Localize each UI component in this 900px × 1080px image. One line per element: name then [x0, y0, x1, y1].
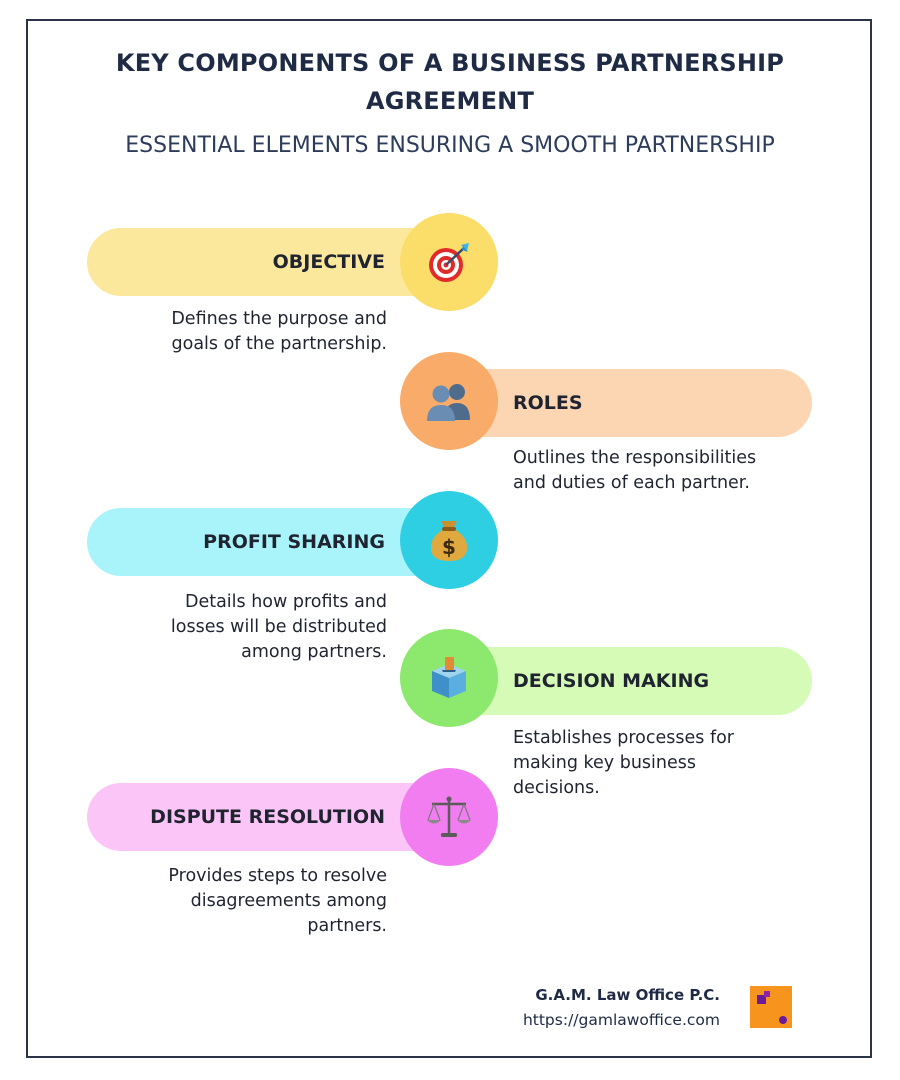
decision-making-description: Establishes processes for making key bus… — [513, 728, 735, 798]
title-line-1: KEY COMPONENTS OF A BUSINESS PARTNERSHIP — [115, 49, 785, 77]
dispute-resolution-label: DISPUTE RESOLUTION — [150, 806, 385, 828]
people-icon — [427, 384, 470, 421]
company-url-link[interactable]: https://gamlawoffice.com — [522, 1011, 720, 1029]
profit-sharing-description: Details how profits and losses will be d… — [170, 592, 387, 662]
company-name: G.A.M. Law Office P.C. — [535, 986, 720, 1004]
dispute-resolution-icon-circle — [400, 768, 498, 866]
page-subtitle: ESSENTIAL ELEMENTS ENSURING A SMOOTH PAR… — [125, 133, 775, 158]
roles-description: Outlines the responsibilities and duties… — [513, 448, 757, 493]
objective-pill: OBJECTIVE — [87, 228, 447, 296]
roles-pill: ROLES — [452, 369, 812, 437]
decision-making-icon-circle — [400, 629, 498, 727]
money-bag-icon: $ — [430, 521, 468, 561]
objective-label: OBJECTIVE — [272, 251, 385, 273]
scales-icon — [427, 796, 471, 837]
svg-text:$: $ — [442, 535, 456, 559]
dispute-resolution-pill: DISPUTE RESOLUTION — [87, 783, 447, 851]
profit-sharing-pill: PROFIT SHARING — [87, 508, 447, 576]
roles-label: ROLES — [513, 392, 583, 414]
decision-making-pill: DECISION MAKING — [452, 647, 812, 715]
objective-icon-circle — [400, 213, 498, 311]
decision-making-label: DECISION MAKING — [513, 670, 710, 692]
page-title: KEY COMPONENTS OF A BUSINESS PARTNERSHIP… — [0, 44, 900, 120]
dispute-resolution-description: Provides steps to resolve disagreements … — [168, 866, 387, 936]
company-logo-icon — [750, 986, 792, 1028]
profit-sharing-label: PROFIT SHARING — [203, 531, 385, 553]
roles-icon-circle — [400, 352, 498, 450]
ballot-box-icon — [432, 657, 466, 698]
title-line-2: AGREEMENT — [365, 87, 535, 115]
objective-description: Defines the purpose and goals of the par… — [171, 309, 387, 354]
profit-sharing-icon-circle: $ — [400, 491, 498, 589]
target-icon — [429, 243, 469, 282]
